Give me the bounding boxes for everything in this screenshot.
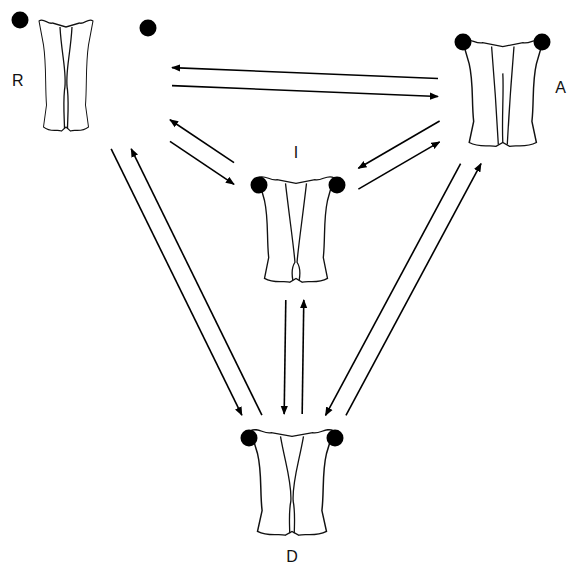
ligand-dot — [12, 12, 29, 29]
ligand-dot — [455, 34, 472, 51]
channel-closed — [39, 20, 93, 131]
transition-arrow — [326, 164, 461, 416]
state-node: I — [244, 142, 348, 288]
state-node: R — [8, 8, 160, 138]
ligand-dot — [327, 430, 344, 447]
ligand-dot — [534, 34, 551, 51]
state-label: D — [286, 548, 298, 566]
state-node: D — [234, 426, 350, 568]
ligand-dot — [251, 177, 268, 194]
transition-arrow — [358, 142, 439, 189]
channel-intermediate — [258, 177, 334, 283]
transition-arrow — [170, 141, 234, 184]
state-label: R — [12, 72, 24, 90]
ligand-dot — [329, 177, 346, 194]
transition-arrow — [172, 68, 438, 79]
channel-open — [462, 40, 543, 147]
ligand-dot — [140, 20, 157, 37]
state-label: I — [294, 144, 298, 162]
state-label: A — [555, 79, 566, 97]
transition-arrow — [302, 300, 304, 414]
transition-arrow — [358, 121, 439, 168]
transition-arrow — [172, 86, 438, 97]
ligand-dot — [241, 430, 258, 447]
transition-arrow — [170, 120, 234, 163]
channel-desensitized — [251, 430, 334, 536]
state-node: A — [450, 28, 570, 153]
transition-arrow — [346, 164, 481, 416]
transition-arrow — [111, 149, 242, 415]
transition-arrow — [131, 149, 262, 415]
transition-arrow — [284, 300, 286, 414]
